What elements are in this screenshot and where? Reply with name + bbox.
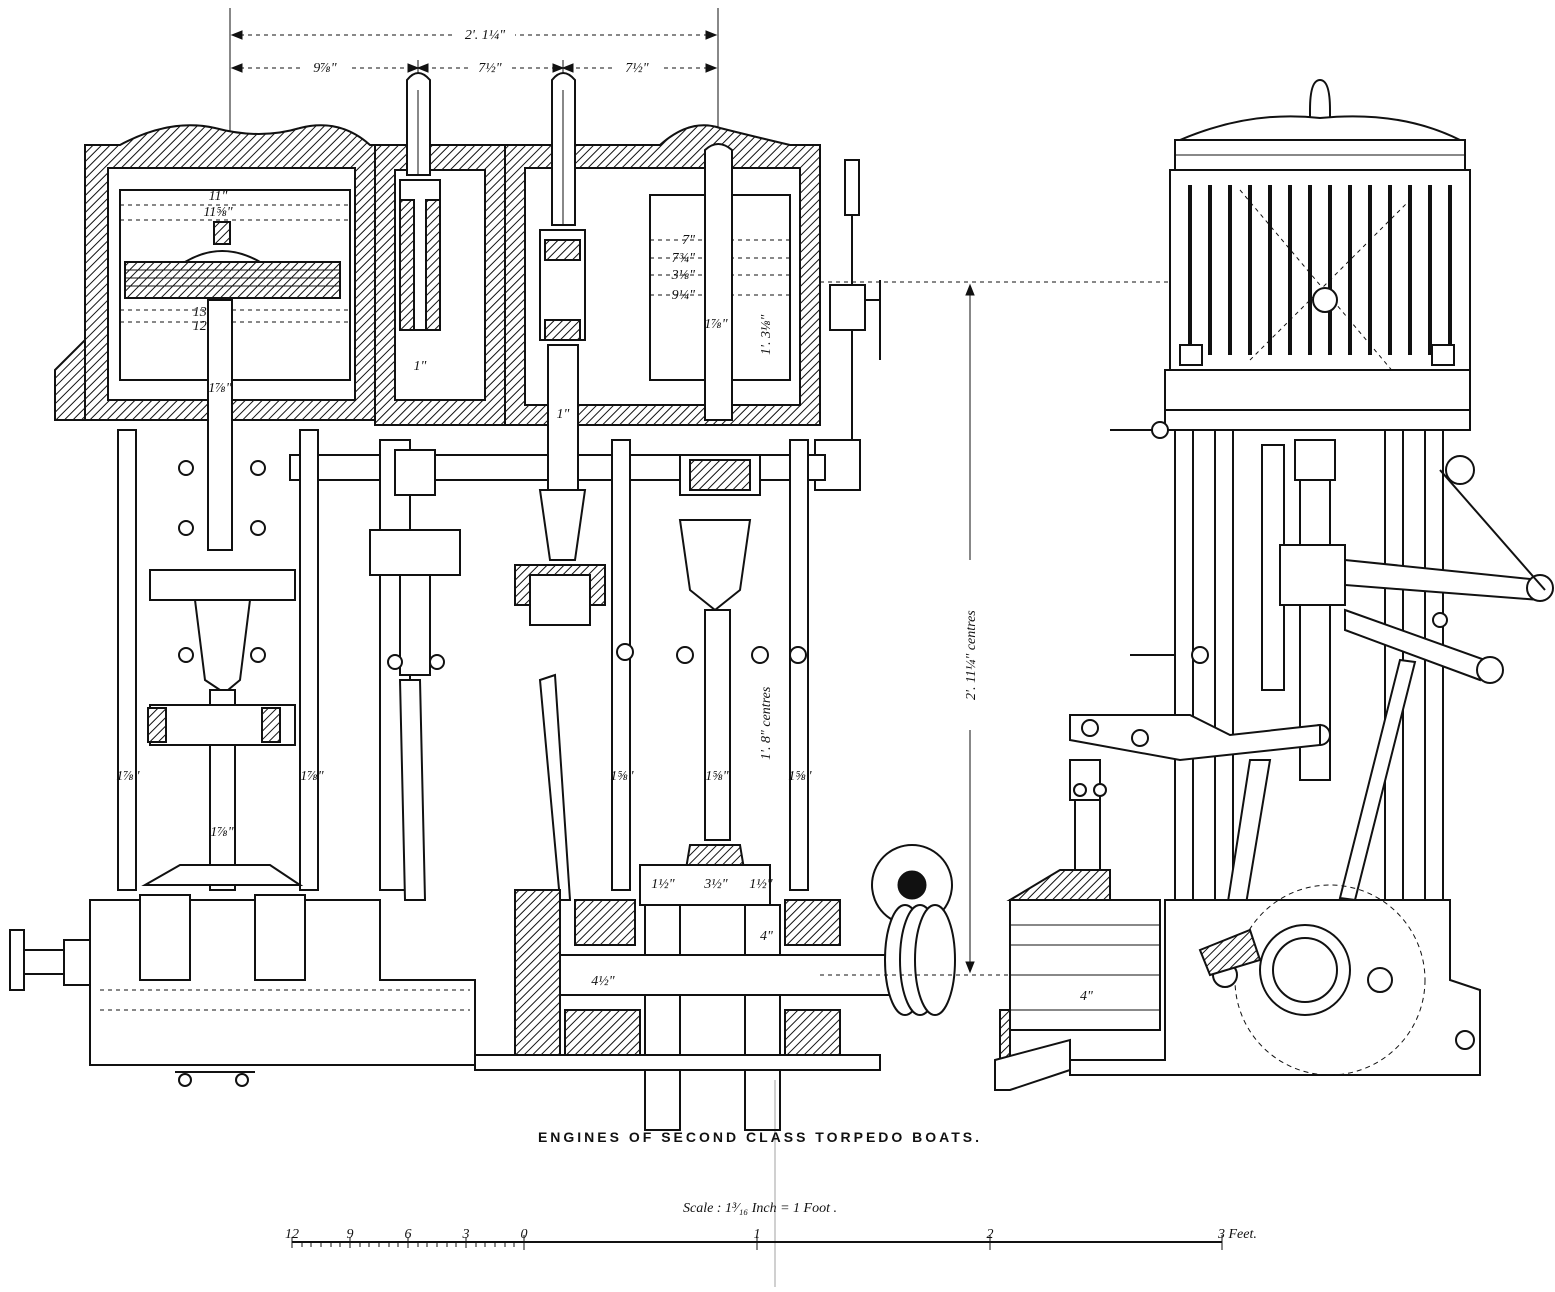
dim-rod-f: 1" xyxy=(557,407,570,422)
scale-caption: Scale : 1³⁄₁₆ Inch = 1 Foot . xyxy=(683,1201,837,1216)
dim-rod-a: 1⅞" xyxy=(208,381,232,396)
scale-bar: Scale : 1³⁄₁₆ Inch = 1 Foot . xyxy=(285,1201,1257,1250)
scale-tick-3-feet: 3 Feet. xyxy=(1217,1227,1257,1242)
scale-tick-6: 6 xyxy=(405,1227,412,1242)
dim-rod-b: 1⅞" xyxy=(704,317,728,332)
dim-lp-1: 7" xyxy=(682,233,695,248)
dim-col-a: 1⅞" xyxy=(116,769,140,784)
scale-tick-2: 2 xyxy=(987,1227,994,1242)
vertical-centres-dimension: 2'. 11¼" centres xyxy=(820,281,1180,976)
dim-crank-b: 3½" xyxy=(703,877,728,892)
dim-col-b: 1⅞" xyxy=(300,769,324,784)
dim-col-c: 1⅝" xyxy=(610,769,634,784)
dim-span-middle: 7½" xyxy=(478,61,502,76)
dim-hp-bore-1: 11" xyxy=(209,189,228,204)
dim-crank-d: 4½" xyxy=(591,974,615,989)
scale-tick-1: 1 xyxy=(754,1227,761,1242)
dim-lp-4: 9¼" xyxy=(672,288,696,303)
dim-lp-2: 7¾" xyxy=(672,251,696,266)
dim-rod-c: 1⅞" xyxy=(210,825,234,840)
front-elevation: 11" 11⅝" 13⅜" 12⅜" 1" 7" 7¾" 3⅛" 9¼" 1'.… xyxy=(9,72,956,1131)
top-dimensions: 2'. 1¼" 9⅞" 7½" 7½" xyxy=(229,8,719,440)
dim-crank-c: 1½" xyxy=(749,877,773,892)
dim-hp-bore-2: 11⅝" xyxy=(203,205,232,220)
dim-overall-width: 2'. 1¼" xyxy=(465,28,505,43)
dim-col-e: 1⅝" xyxy=(705,769,729,784)
dim-span-left: 9⅞" xyxy=(313,61,337,76)
side-cylinder-ribs xyxy=(1188,185,1452,355)
scale-tick-0: 0 xyxy=(521,1227,528,1242)
scale-minor-ticks xyxy=(301,1242,515,1247)
dim-side-b: 4" xyxy=(1080,989,1093,1004)
dim-span-right: 7½" xyxy=(625,61,649,76)
dim-lp-3: 3⅛" xyxy=(671,268,696,283)
drawing-title: ENGINES OF SECOND CLASS TORPEDO BOATS. xyxy=(538,1129,982,1145)
dim-rod-e: 1" xyxy=(414,359,427,374)
dim-crank-e: 4" xyxy=(760,929,773,944)
scale-tick-12: 12 xyxy=(285,1227,299,1242)
dim-centres-vertical: 2'. 11¼" centres xyxy=(964,610,979,700)
dim-centres-crosshead: 1'. 8" centres xyxy=(759,686,774,760)
scale-tick-3: 3 xyxy=(462,1227,470,1242)
scale-tick-9: 9 xyxy=(347,1227,354,1242)
dim-stroke: 1'. 3⅛" xyxy=(759,315,774,355)
dim-col-d: 1⅝" xyxy=(788,769,812,784)
dim-crank-a: 1½" xyxy=(651,877,675,892)
side-elevation: 1" 4" xyxy=(994,78,1554,1091)
